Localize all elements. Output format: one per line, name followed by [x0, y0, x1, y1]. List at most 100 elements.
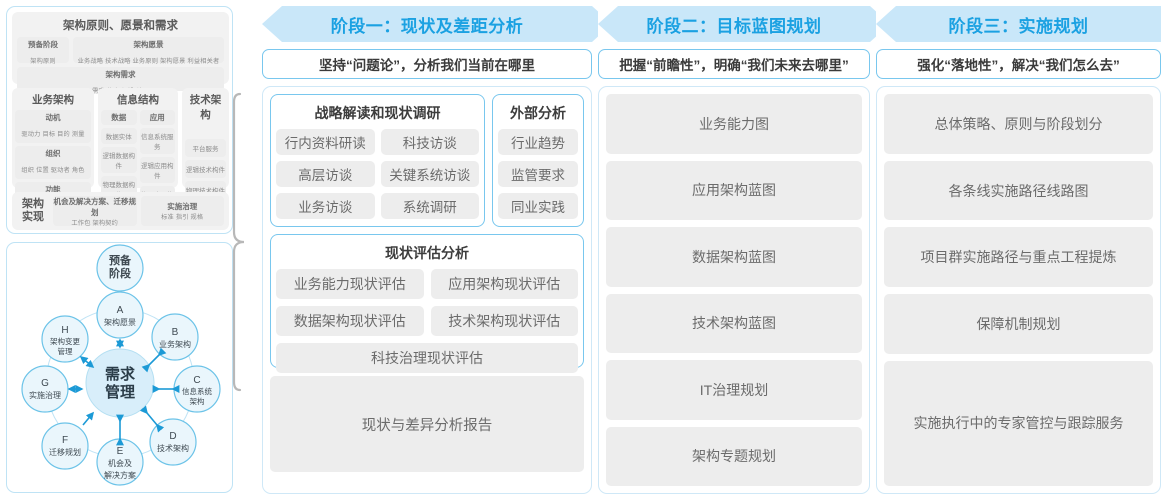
chip-item[interactable]: 数据架构现状评估 [276, 306, 424, 336]
adm-node-d [149, 418, 197, 466]
adm-node-e-label1: 机会及 [108, 458, 132, 468]
current-state-assessment-card[interactable]: 现状评估分析 业务能力现状评估 应用架构现状评估 数据架构现状评估 技术架构现状… [270, 234, 584, 373]
adm-node-f-label: 迁移规划 [49, 447, 81, 457]
phase-1-banner: 阶段一：现状及差距分析 [262, 6, 612, 42]
togaf-adm-cycle-panel: 预备 阶段 需求 管理 A 架构愿景 B 业务架构 C [6, 242, 233, 493]
phase-3-banner: 阶段三：实施规划 [876, 6, 1161, 42]
chip-item[interactable]: 行内资料研读 [276, 129, 375, 155]
strategy-research-card[interactable]: 战略解读和现状调研 行内资料研读 科技访谈 高层访谈 关键系统访谈 业务访谈 系 [270, 94, 485, 227]
chip-item[interactable]: 业务能力图 [606, 94, 862, 154]
adm-node-c-label1: 信息系统 [182, 386, 212, 396]
chip-item[interactable]: 监管要求 [498, 161, 578, 187]
chip-item[interactable]: IT治理规划 [606, 360, 862, 420]
chip-item[interactable]: 高层访谈 [276, 161, 375, 187]
chip-item[interactable]: 科技访谈 [380, 129, 479, 155]
chip-row: 业务访谈 系统调研 [276, 193, 479, 219]
external-analysis-card[interactable]: 外部分析 行业趋势 监管要求 同业实践 [492, 94, 584, 227]
implementation-governance-cell: 实施治理 标准 指引 规格 [140, 196, 224, 226]
chip-item[interactable]: 应用架构蓝图 [606, 160, 862, 220]
arrow-h-center [79, 355, 95, 369]
card-title: 外部分析 [510, 105, 566, 121]
chip-item[interactable]: 同业实践 [498, 193, 578, 219]
cell-title: 组织 [45, 149, 61, 158]
group-row: 预备阶段 架构原则 架构愿景 业务战略 技术战略 业务原则 架构愿景 利益相关者 [17, 37, 224, 65]
chip-item[interactable]: 各条线实施路径线路图 [884, 160, 1153, 221]
chip-item[interactable]: 科技治理现状评估 [276, 343, 578, 373]
architecture-realization-row: 架构实现 机会及解决方案、迁移规划 工作包 架构契约 实施治理 标准 指引 规格 [12, 192, 229, 230]
cell-title: 预备阶段 [28, 40, 58, 49]
chip-item[interactable]: 业务能力现状评估 [276, 269, 424, 299]
chip-item[interactable]: 应用架构现状评估 [430, 269, 578, 299]
adm-node-h-label2: 管理 [58, 346, 73, 356]
chip-row: 高层访谈 关键系统访谈 [276, 161, 479, 187]
chip-item[interactable]: 系统调研 [380, 193, 479, 219]
adm-node-h [41, 315, 89, 363]
adm-node-f-key: F [62, 435, 68, 446]
adm-node-d-label: 技术架构 [157, 443, 189, 453]
chip-item[interactable]: 技术架构蓝图 [606, 293, 862, 353]
phase-3-banner-text: 阶段三：实施规划 [948, 16, 1089, 36]
chip-item[interactable]: 项目群实施路径与重点工程提炼 [884, 227, 1153, 288]
logical-data-component-cell: 逻辑数据构件 [101, 147, 137, 173]
phase-3-body: 总体策略、原则与阶段划分 各条线实施路径线路图 项目群实施路径与重点工程提炼 保… [876, 86, 1161, 494]
group-title: 业务架构 [32, 94, 74, 106]
adm-node-f [41, 422, 89, 470]
chip-row: 行内资料研读 科技访谈 [276, 129, 479, 155]
chip-item[interactable]: 保障机制规划 [884, 294, 1153, 354]
logical-application-component-cell: 逻辑应用构件 [139, 157, 175, 183]
cell-sub: 架构原则 [30, 58, 56, 65]
adm-node-c-key: C [193, 375, 200, 386]
chip-item[interactable]: 数据架构蓝图 [606, 227, 862, 287]
phase-2-banner: 阶段二：目标蓝图规划 [598, 6, 890, 42]
phase-1-banner-text: 阶段一：现状及差距分析 [330, 16, 524, 36]
information-system-service-cell: 信息系统服务 [139, 128, 175, 154]
cell-sub: 工作包 架构契约 [71, 219, 119, 227]
chip-item[interactable]: 技术架构现状评估 [430, 306, 578, 336]
adm-node-h-label1: 架构变更 [50, 336, 80, 346]
cell-stack: 平台服务 逻辑技术构件 物理技术构件 [185, 139, 226, 199]
opportunities-migration-cell: 机会及解决方案、迁移规划 工作包 架构契约 [53, 196, 137, 227]
logical-technology-component-cell: 逻辑技术构件 [185, 160, 226, 178]
architecture-domains-row: 业务架构 动机 驱动力 目标 目的 测量 组织 组织 位置 驱动者 角色 功能 [12, 88, 229, 215]
adm-node-a-key: A [117, 305, 124, 316]
chip-row: 业务能力现状评估 应用架构现状评估 [276, 269, 578, 299]
adm-node-d-key: D [169, 431, 176, 442]
chip-item[interactable]: 架构专题规划 [606, 426, 862, 486]
phase-2-column: 阶段二：目标蓝图规划 把握“前瞻性”，明确“我们未来去哪里” 业务能力图 应用架… [598, 6, 890, 494]
chip-item[interactable]: 总体策略、原则与阶段划分 [884, 94, 1153, 154]
adm-cycle-diagram: 预备 阶段 需求 管理 A 架构愿景 B 业务架构 C [21, 244, 221, 486]
chip-item[interactable]: 行业趋势 [498, 129, 578, 155]
architecture-principles-group: 架构原则、愿景和需求 预备阶段 架构原则 架构愿景 业务战略 技术战略 业务原则… [12, 12, 229, 95]
grouping-brace [232, 92, 245, 392]
togaf-content-framework-panel: 架构原则、愿景和需求 预备阶段 架构原则 架构愿景 业务战略 技术战略 业务原则… [6, 6, 233, 234]
motivation-cell: 动机 驱动力 目标 目的 测量 [15, 110, 91, 143]
cell-title: 动机 [45, 113, 61, 122]
phase-3-subtitle: 强化“落地性”，解决“我们怎么去” [876, 49, 1161, 79]
chip-item[interactable]: 实施执行中的专家管控与跟踪服务 [884, 360, 1153, 486]
cell-sub: 标准 指引 规格 [161, 214, 204, 221]
chip-row: 数据架构现状评估 技术架构现状评估 [276, 306, 578, 336]
chip-item[interactable]: 业务访谈 [276, 193, 375, 219]
data-entity-cell: 数据实体 [101, 128, 137, 144]
phase-2-subtitle: 把握“前瞻性”，明确“我们未来去哪里” [598, 49, 870, 79]
left-column: 架构原则、愿景和需求 预备阶段 架构原则 架构愿景 业务战略 技术战略 业务原则… [6, 6, 233, 493]
cell-sub: 业务战略 技术战略 业务原则 架构愿景 利益相关者 [77, 58, 220, 65]
cell-title: 功能 [45, 185, 61, 194]
cell-sub: 驱动力 目标 目的 测量 [21, 131, 85, 138]
adm-center-node [85, 348, 155, 418]
phase-1-report-chip[interactable]: 现状与差异分析报告 [270, 376, 584, 472]
chip-item[interactable]: 关键系统访谈 [380, 161, 479, 187]
phase-1-column: 阶段一：现状及差距分析 坚持“问题论”，分析我们当前在哪里 战略解读和现状调研 … [262, 6, 612, 494]
technology-architecture-group: 技术架构 平台服务 逻辑技术构件 物理技术构件 [182, 88, 229, 199]
arrow-d-center [139, 405, 165, 433]
adm-node-a-label: 架构愿景 [104, 317, 136, 327]
group-title: 技术架构 [189, 94, 222, 121]
application-header-cell: 应用 [139, 110, 175, 125]
adm-node-prep-line1: 预备 [109, 253, 132, 267]
adm-node-e-label2: 解决方案 [104, 470, 136, 480]
cell-title: 实施治理 [167, 202, 198, 211]
adm-node-b-label: 业务架构 [159, 339, 191, 349]
cell-title: 应用 [149, 113, 165, 122]
adm-node-a [96, 291, 144, 339]
